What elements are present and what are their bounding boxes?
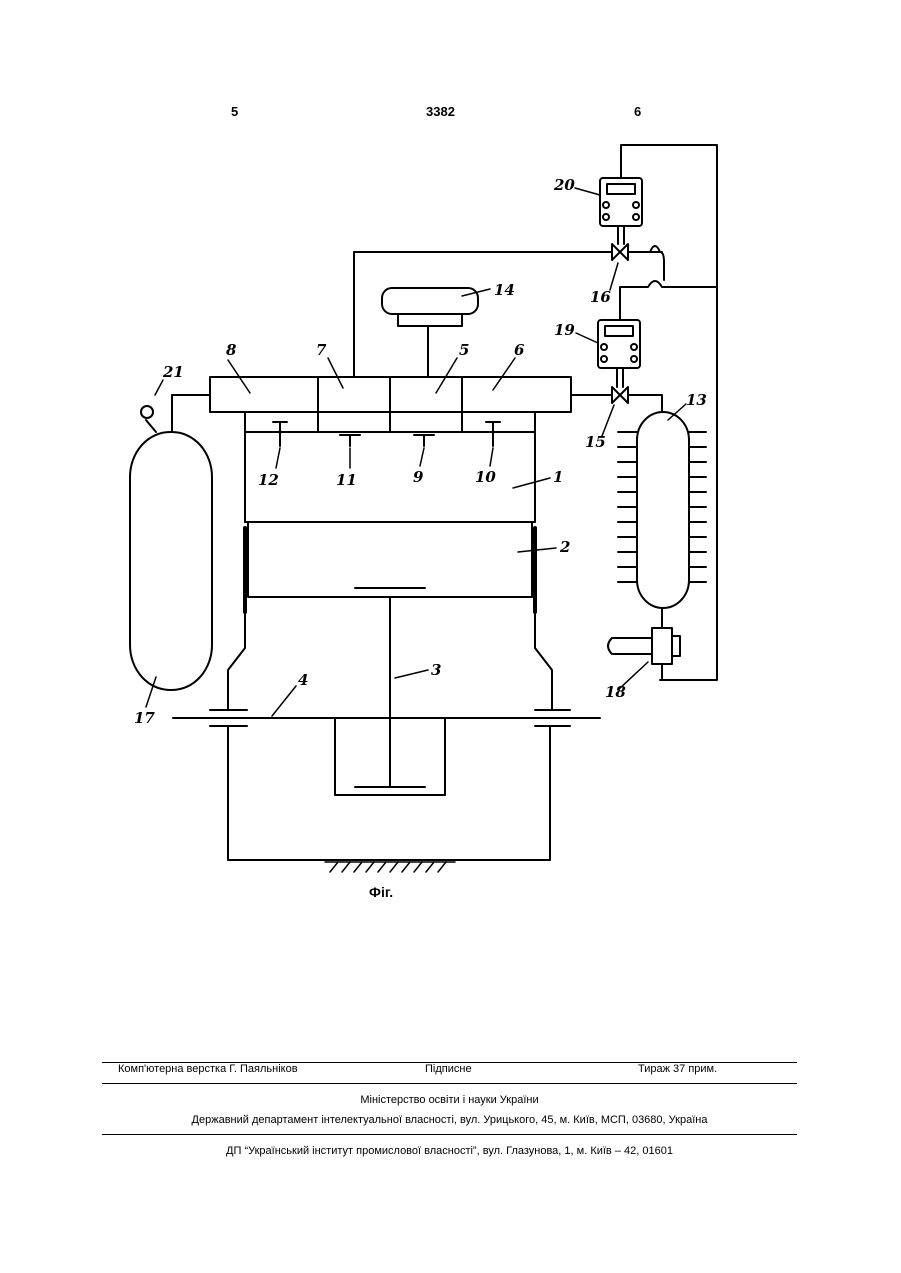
- label-17: 17: [134, 709, 155, 727]
- label-16: 16: [590, 288, 611, 306]
- tank-14: [382, 288, 478, 314]
- valve-12: [273, 422, 287, 446]
- footer-ministry: Міністерство освіти і науки України: [102, 1094, 797, 1106]
- receiver-13: [637, 412, 689, 608]
- label-20: 20: [553, 176, 575, 194]
- pipe-17-manifold: [172, 395, 210, 432]
- label-5: 5: [459, 341, 469, 359]
- gas-cylinder-17: [130, 432, 212, 690]
- valve-11: [340, 435, 360, 446]
- housing-lower-left: [228, 612, 245, 710]
- label-11: 11: [336, 471, 357, 489]
- housing-lower-right: [535, 612, 552, 710]
- footer-signed: Підписне: [425, 1063, 472, 1075]
- valve-9: [414, 435, 434, 446]
- label-6: 6: [514, 341, 525, 359]
- label-1: 1: [553, 468, 563, 486]
- label-14: 14: [494, 281, 515, 299]
- label-2: 2: [559, 538, 570, 556]
- label-9: 9: [413, 468, 424, 486]
- valve-16: [612, 244, 628, 260]
- label-21: 21: [162, 363, 184, 381]
- footer-institute: ДП “Український інститут промислової вла…: [102, 1145, 797, 1157]
- receiver-fins: [618, 432, 706, 582]
- label-13: 13: [686, 391, 707, 409]
- footer-department: Державний департамент інтелектуальної вл…: [102, 1114, 797, 1126]
- footer-layout-credit: Комп'ютерна верстка Г. Паяльніков: [118, 1063, 298, 1075]
- label-18: 18: [605, 683, 626, 701]
- label-19: 19: [554, 321, 575, 339]
- label-3: 3: [431, 661, 441, 679]
- valve-10: [486, 422, 500, 446]
- footer-rule-middle: [102, 1083, 797, 1084]
- label-8: 8: [226, 341, 237, 359]
- label-7: 7: [316, 341, 327, 359]
- pipe-19-loop: [620, 281, 717, 320]
- rotor-2: [248, 522, 532, 597]
- valve-21: [146, 420, 156, 432]
- label-12: 12: [258, 471, 279, 489]
- footer-circulation: Тираж 37 прим.: [638, 1063, 717, 1075]
- figure-caption: Фіг.: [369, 884, 393, 900]
- label-10: 10: [475, 468, 496, 486]
- valve-21-handle: [141, 406, 153, 418]
- label-15: 15: [585, 433, 606, 451]
- ground-hatch: [330, 862, 446, 872]
- footer-rule-bottom: [102, 1134, 797, 1135]
- label-4: 4: [298, 671, 308, 689]
- valve-15: [612, 387, 628, 403]
- heater-18: [652, 628, 672, 664]
